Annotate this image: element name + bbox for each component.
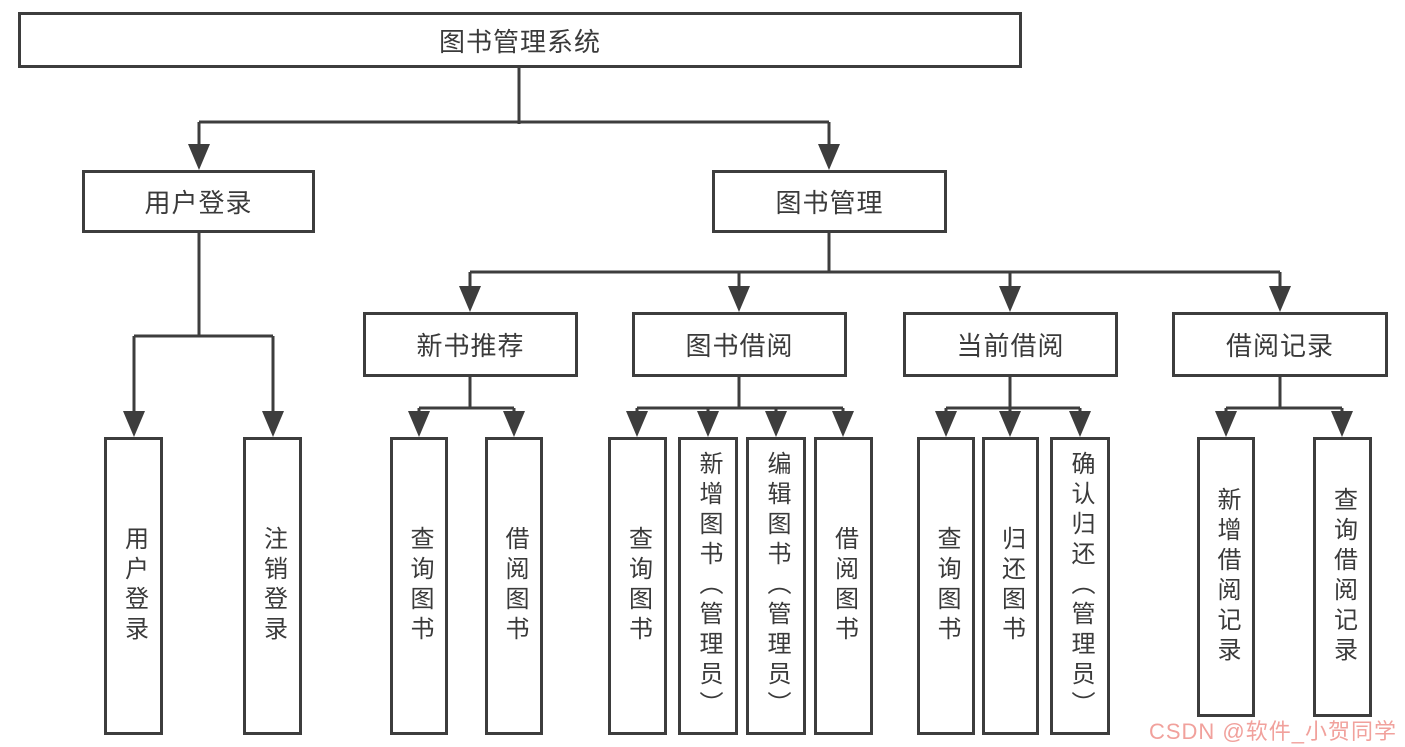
- leaf-confirm-return-admin: 确认归还（管理员）: [1050, 437, 1110, 735]
- node-label: 图书借阅: [685, 331, 794, 361]
- leaf-recommend-borrow-books: 借阅图书: [485, 437, 543, 735]
- node-label: 新书推荐: [416, 331, 525, 361]
- leaf-borrowing-query-books: 查询图书: [608, 437, 667, 735]
- leaf-logout: 注销登录: [243, 437, 302, 735]
- leaf-recommend-query-books: 查询图书: [390, 437, 448, 735]
- node-label: 编辑图书（管理员）: [763, 451, 790, 721]
- node-label: 查询图书: [624, 526, 652, 646]
- node-borrowing-records: 借阅记录: [1172, 312, 1388, 377]
- leaf-add-borrow-record: 新增借阅记录: [1197, 437, 1255, 717]
- leaf-query-borrow-record: 查询借阅记录: [1313, 437, 1372, 717]
- node-new-book-recommend: 新书推荐: [363, 312, 578, 377]
- node-label: 图书管理系统: [438, 26, 601, 57]
- node-label: 用户登录: [120, 526, 148, 646]
- node-label: 借阅图书: [501, 526, 528, 646]
- node-label: 用户登录: [144, 188, 253, 218]
- node-label: 借阅记录: [1225, 331, 1334, 361]
- csdn-watermark: CSDN @软件_小贺同学: [1148, 719, 1397, 744]
- node-label: 查询图书: [406, 526, 433, 646]
- node-label: 查询借阅记录: [1329, 487, 1357, 667]
- node-label: 当前借阅: [956, 331, 1065, 361]
- node-user-login: 用户登录: [82, 170, 315, 233]
- node-label: 新增图书（管理员）: [695, 451, 722, 721]
- leaf-add-books-admin: 新增图书（管理员）: [678, 437, 738, 735]
- node-label: 新增借阅记录: [1213, 487, 1240, 667]
- node-label: 查询图书: [933, 526, 960, 646]
- node-label: 归还图书: [997, 526, 1025, 646]
- leaf-edit-books-admin: 编辑图书（管理员）: [746, 437, 806, 735]
- leaf-return-books: 归还图书: [982, 437, 1039, 735]
- node-label: 确认归还（管理员）: [1067, 451, 1094, 721]
- node-current-borrowing: 当前借阅: [903, 312, 1118, 377]
- leaf-current-query-books: 查询图书: [917, 437, 975, 735]
- node-label: 图书管理: [775, 188, 884, 218]
- node-book-borrowing: 图书借阅: [632, 312, 847, 377]
- node-label: 借阅图书: [830, 526, 858, 646]
- node-root-system: 图书管理系统: [18, 12, 1022, 68]
- node-label: 注销登录: [259, 526, 287, 646]
- leaf-borrow-books: 借阅图书: [814, 437, 873, 735]
- node-book-management: 图书管理: [712, 170, 947, 233]
- leaf-user-login: 用户登录: [104, 437, 163, 735]
